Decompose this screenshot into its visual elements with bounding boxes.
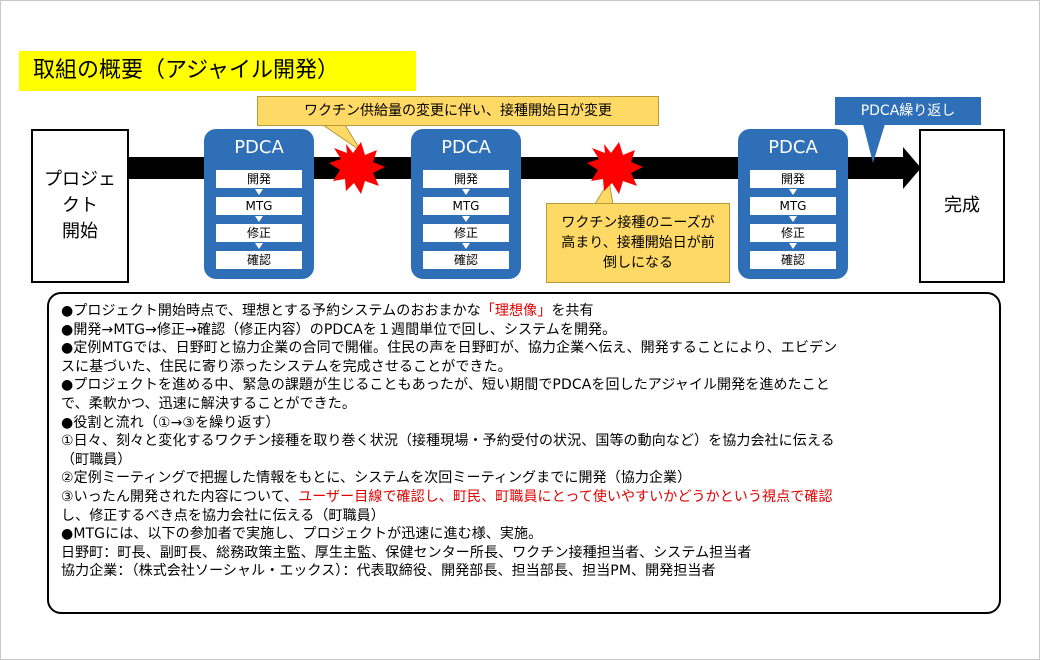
project-start-box: プロジェクト開始 xyxy=(31,129,129,283)
pdca-step-arrow-icon xyxy=(789,216,797,222)
text-segment: スに基づいた、住民に寄り添ったシステムを完成させることができた。 xyxy=(61,358,512,375)
pdca-step: MTG xyxy=(423,197,509,215)
repeat-pointer xyxy=(863,124,885,163)
pdca-step-arrow-icon xyxy=(789,243,797,249)
description-line: ●プロジェクト開始時点で、理想とする予約システムのおおまかな「理想像」を共有 xyxy=(61,302,989,321)
project-start-label: プロジェクト開始 xyxy=(44,169,116,242)
description-line: で、柔軟かつ、迅速に解決することができた。 xyxy=(61,395,989,414)
text-segment: 協力企業：（株式会社ソーシャル・エックス）：代表取締役、開発部長、担当部長、担当… xyxy=(61,563,716,580)
text-segment: で、柔軟かつ、迅速に解決することができた。 xyxy=(61,395,356,412)
pdca-step: MTG xyxy=(750,197,836,215)
callout-demand-increase: ワクチン接種のニーズが高まり、接種開始日が前倒しになる xyxy=(546,203,730,283)
callout-supply-change: ワクチン供給量の変更に伴い、接種開始日が変更 xyxy=(257,96,659,126)
description-line: ●開発→MTG→修正→確認（修正内容）のPDCAを１週間単位で回し、システムを開… xyxy=(61,321,989,340)
text-segment: ①日々、刻々と変化するワクチン接種を取り巻く状況（接種現場・予約受付の状況、国等… xyxy=(61,433,835,450)
pdca-step: 開発 xyxy=(423,170,509,188)
project-end-box: 完成 xyxy=(919,129,1005,283)
description-line: ●プロジェクトを進める中、緊急の課題が生じることもあったが、短い期間でPDCAを… xyxy=(61,376,989,395)
pdca-block: PDCA 開発 MTG 修正確認 xyxy=(411,129,521,279)
text-segment: し、修正するべき点を協力会社に伝える（町職員） xyxy=(61,507,385,524)
pdca-step: 修正 xyxy=(423,224,509,242)
pdca-block: PDCA 開発 MTG 修正確認 xyxy=(738,129,848,279)
pdca-step-arrow-icon xyxy=(462,243,470,249)
pdca-title: PDCA xyxy=(441,137,491,158)
pdca-step-arrow-icon xyxy=(255,189,263,195)
pdca-step: 修正 xyxy=(750,224,836,242)
description-line: し、修正するべき点を協力会社に伝える（町職員） xyxy=(61,507,989,526)
pdca-step: 修正 xyxy=(216,224,302,242)
description-line: （町職員） xyxy=(61,451,989,470)
pdca-repeat-label: PDCA繰り返し xyxy=(835,97,981,125)
pdca-step-arrow-icon xyxy=(462,189,470,195)
text-segment: 日野町：町長、副町長、総務政策主監、厚生主監、保健センター所長、ワクチン接種担当… xyxy=(61,544,752,561)
pdca-step: 開発 xyxy=(750,170,836,188)
timeline-arrowhead xyxy=(903,147,921,189)
text-segment: （町職員） xyxy=(61,451,132,468)
burst-icon xyxy=(587,142,643,194)
pdca-step-arrow-icon xyxy=(255,243,263,249)
text-segment: ③いったん開発された内容について、 xyxy=(61,488,299,505)
pdca-step: 開発 xyxy=(216,170,302,188)
text-segment: ●プロジェクトを進める中、緊急の課題が生じることもあったが、短い期間でPDCAを… xyxy=(61,377,830,394)
description-line: スに基づいた、住民に寄り添ったシステムを完成させることができた。 xyxy=(61,358,989,377)
description-line: ②定例ミーティングで把握した情報をもとに、システムを次回ミーティングまでに開発（… xyxy=(61,469,989,488)
description-line: ●定例MTGでは、日野町と協力企業の合同で開催。住民の声を日野町が、協力企業へ伝… xyxy=(61,339,989,358)
pdca-step: 確認 xyxy=(216,251,302,269)
project-end-label: 完成 xyxy=(944,195,980,216)
text-segment: ●MTGには、以下の参加者で実施し、プロジェクトが迅速に進む様、実施。 xyxy=(61,526,543,543)
text-segment: ●開発→MTG→修正→確認（修正内容）のPDCAを１週間単位で回し、システムを開… xyxy=(61,321,617,338)
text-segment: を共有 xyxy=(551,303,594,319)
highlight-text: 「理想像」 xyxy=(480,303,552,319)
description-line: ③いったん開発された内容について、ユーザー目線で確認し、町民、町職員にとって使い… xyxy=(61,488,989,507)
pdca-title: PDCA xyxy=(768,137,818,158)
description-line: ●役割と流れ（①→③を繰り返す） xyxy=(61,414,989,433)
pdca-title: PDCA xyxy=(234,137,284,158)
pdca-step: 確認 xyxy=(750,251,836,269)
text-segment: ●役割と流れ（①→③を繰り返す） xyxy=(61,414,280,431)
description-line: ①日々、刻々と変化するワクチン接種を取り巻く状況（接種現場・予約受付の状況、国等… xyxy=(61,432,989,451)
text-segment: ②定例ミーティングで把握した情報をもとに、システムを次回ミーティングまでに開発（… xyxy=(61,470,692,487)
pdca-step-arrow-icon xyxy=(462,216,470,222)
pdca-block: PDCA 開発 MTG 修正確認 xyxy=(204,129,314,279)
callout-top-pointer xyxy=(321,124,362,152)
text-segment: ●プロジェクト開始時点で、理想とする予約システムのおおまかな xyxy=(61,303,481,319)
description-box: ●プロジェクト開始時点で、理想とする予約システムのおおまかな「理想像」を共有●開… xyxy=(47,292,1001,614)
description-line: ●MTGには、以下の参加者で実施し、プロジェクトが迅速に進む様、実施。 xyxy=(61,525,989,544)
pdca-step-arrow-icon xyxy=(789,189,797,195)
pdca-step-arrow-icon xyxy=(255,216,263,222)
description-line: 日野町：町長、副町長、総務政策主監、厚生主監、保健センター所長、ワクチン接種担当… xyxy=(61,544,989,563)
pdca-step: 確認 xyxy=(423,251,509,269)
description-line: 協力企業：（株式会社ソーシャル・エックス）：代表取締役、開発部長、担当部長、担当… xyxy=(61,562,989,581)
highlight-text: ユーザー目線で確認し、町民、町職員にとって使いやすいかどうかという視点で確認 xyxy=(298,488,833,505)
pdca-step: MTG xyxy=(216,197,302,215)
text-segment: ●定例MTGでは、日野町と協力企業の合同で開催。住民の声を日野町が、協力企業へ伝… xyxy=(61,340,838,357)
page-title: 取組の概要（アジャイル開発） xyxy=(19,51,416,91)
burst-icon xyxy=(329,142,385,194)
